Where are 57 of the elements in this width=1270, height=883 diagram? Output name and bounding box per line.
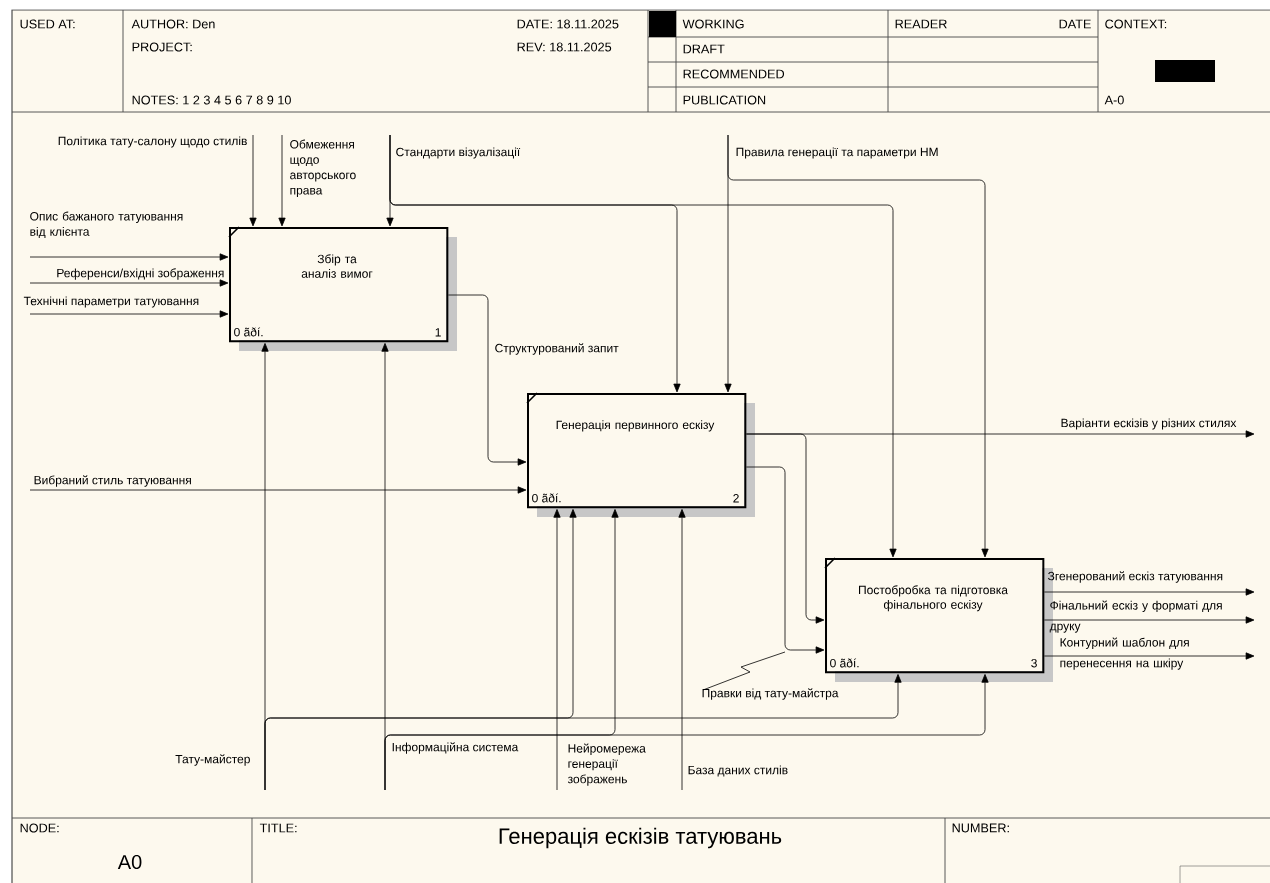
arrow — [745, 466, 825, 654]
arrow — [727, 134, 989, 558]
form-label: USED AT: — [20, 19, 75, 29]
form-label: WORKING — [682, 19, 744, 29]
form-label: PROJECT: — [132, 42, 192, 52]
form-label: REV: 18.11.2025 — [517, 42, 612, 52]
form-label: A-0 — [1104, 95, 1124, 105]
form-label: TITLE: — [259, 823, 297, 833]
edge-label: Структурований запит — [495, 343, 619, 355]
form-label: RECOMMENDED — [683, 69, 785, 79]
edge-label: Правки від тату-майстра — [702, 688, 839, 700]
arrow — [29, 253, 229, 261]
edge-label: Тату-майстер — [175, 754, 250, 766]
arrow — [678, 509, 686, 791]
form-label: AUTHOR: Den — [131, 19, 215, 29]
arrow — [389, 134, 897, 558]
form-label: DATE: 18.11.2025 — [517, 19, 619, 29]
arrow — [1043, 588, 1255, 596]
arrow — [553, 509, 561, 791]
edge-label: Обмеження щодо авторського права — [290, 139, 356, 197]
edge-label: Контурний шаблон для перенесення на шкіру — [1060, 637, 1189, 670]
form-label: PUBLICATION — [683, 95, 766, 105]
arrow — [29, 486, 527, 494]
form-label: DATE — [1059, 19, 1091, 29]
form-label: A0 — [117, 854, 142, 870]
arrow — [278, 134, 286, 227]
arrow — [384, 674, 989, 791]
edge-label: Стандарти візуалізації — [396, 147, 521, 159]
form-label: NODE: — [20, 823, 59, 833]
arrow — [264, 674, 902, 791]
arrow — [1043, 616, 1255, 624]
form-label: NUMBER: — [952, 823, 1009, 833]
edge-label: Фінальний ескіз у форматі для друку — [1049, 600, 1222, 633]
form-label: READER — [895, 19, 947, 29]
edge-label: Згенерований ескіз татуювання — [1048, 571, 1223, 583]
arrow — [29, 279, 229, 287]
arrow — [249, 134, 257, 227]
edge-label: Опис бажаного татуювання від клієнта — [30, 211, 183, 239]
diagram-title: Генерація ескізів татуювань — [499, 827, 782, 849]
edge-label: Нейромережа генерації зображень — [567, 743, 646, 786]
arrow — [447, 294, 527, 466]
form-label: CONTEXT: — [1105, 19, 1167, 29]
edge-label: Вибраний стиль татуювання — [34, 475, 191, 487]
edge-label: Референси/вхідні зображення — [57, 268, 224, 280]
edge-label: Технічні параметри татуювання — [23, 296, 199, 308]
edge-label: Варіанти ескізів у різних стилях — [1061, 418, 1237, 430]
arrow — [1043, 652, 1255, 660]
edge-label: Інформаційна система — [392, 742, 519, 754]
form-label: NOTES: 1 2 3 4 5 6 7 8 9 10 — [132, 95, 291, 105]
activity-box: Збір та аналіз вимог 0 ãðí. 1 — [228, 226, 457, 351]
edge-label: Політика тату-салону щодо стилів — [58, 136, 247, 148]
form-label: DRAFT — [683, 44, 725, 54]
edge-label: База даних стилів — [688, 765, 788, 777]
arrow — [29, 310, 229, 318]
activity-box: Генерація первинного ескізу 0 ãðí. 2 — [526, 392, 755, 517]
arrow — [745, 433, 825, 624]
edge-label: Правила генерації та параметри НМ — [736, 147, 938, 159]
